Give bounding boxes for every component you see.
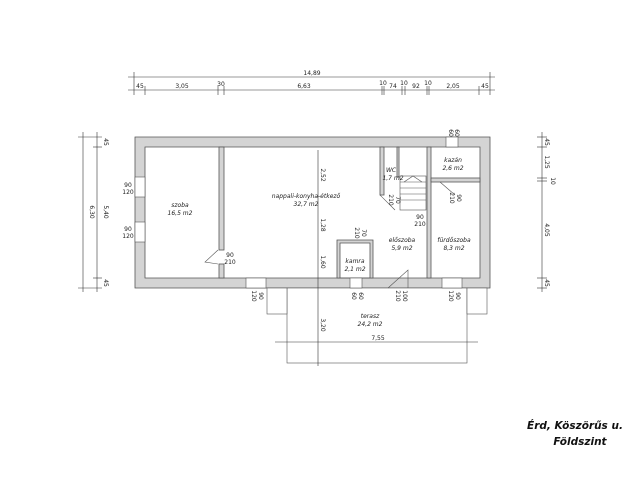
window-left-1-width: 90 [124,182,132,189]
dim-top: 3,05 [175,83,189,90]
room-eloszoba-name: előszoba [389,237,416,244]
room-kamra-area: 2,1 m2 [344,266,365,273]
door-szoba-height: 210 [224,259,236,266]
window-kazan-width: 60 [453,129,460,137]
dim-inner-a: 2,52 [319,168,326,182]
door-wc-width: 70 [394,196,401,204]
door-entry-height: 210 [394,290,401,302]
room-eloszoba-area: 5,9 m2 [391,245,412,252]
window-left-2-width: 90 [124,226,132,233]
door-stair-height: 210 [414,221,426,228]
terrace-door-right-width: 90 [454,292,461,300]
dim-total-height: 6,30 [88,205,95,219]
top-dimensions: 14,89 45 3,05 30 6,63 10 74 10 92 10 2,0… [128,70,495,95]
door-kamra-height: 210 [353,227,360,239]
door-kazan-width: 90 [455,194,462,202]
window-kamra-height: 60 [350,292,357,300]
terrace-door-left-height: 120 [250,290,257,302]
door-kazan-height: 210 [448,192,455,204]
dim-right: 45 [543,138,550,146]
room-kazan-area: 2,6 m2 [442,165,463,172]
dim-top: 92 [412,83,420,90]
dim-top: 2,05 [446,83,460,90]
terrace [266,150,488,366]
left-dimensions: 6,30 45 5,40 45 [78,132,109,292]
room-terasz-name: terasz [361,313,380,320]
dim-total-width: 14,89 [303,70,320,77]
window-kamra-width: 60 [357,292,364,300]
room-szoba-name: szoba [171,202,189,209]
dim-top: 30 [217,81,225,88]
room-kamra-name: kamra [345,258,364,265]
terrace-door-right-height: 120 [447,290,454,302]
window-left-2-height: 120 [122,233,134,240]
dim-inner-c: 1,60 [319,255,326,269]
walls [134,136,491,289]
dim-top: 45 [481,83,489,90]
door-kamra-width: 70 [360,229,367,237]
dim-right: 1,25 [543,155,550,169]
dim-right: 4,05 [543,223,550,237]
dim-terrace-depth: 3,20 [319,318,326,332]
dim-terrace-width: 7,55 [371,335,385,342]
dim-right: 10 [549,177,556,185]
door-wc-height: 210 [387,194,394,206]
dim-top: 10 [379,80,387,87]
staircase [399,175,427,211]
room-labels: szoba 16,5 m2 nappali-konyha-étkező 32,7… [168,157,471,328]
dim-left: 45 [102,279,109,287]
dim-top: 74 [389,83,397,90]
room-nappali-name: nappali-konyha-étkező [272,193,341,200]
window-left-1-height: 120 [122,189,134,196]
opening-labels: 90 120 90 120 90 210 90 120 60 60 70 210… [122,129,462,302]
room-furdoszoba-area: 8,3 m2 [443,245,464,252]
dim-left: 5,40 [102,205,109,219]
window-kazan-height: 60 [447,129,454,137]
dim-top: 45 [136,83,144,90]
room-terasz-area: 24,2 m2 [358,321,383,328]
door-stair-width: 90 [416,214,424,221]
plan-floor-name: Földszint [553,436,607,448]
room-furdoszoba-name: fürdőszoba [437,237,471,244]
room-wc-area: 1,7 m2 [382,175,403,182]
door-entry-width: 100 [401,290,408,302]
openings [134,136,463,289]
dim-top: 10 [424,80,432,87]
dim-top: 10 [400,80,408,87]
room-nappali-area: 32,7 m2 [294,201,319,208]
door-szoba-width: 90 [226,252,234,259]
dim-inner-b: 1,28 [319,218,326,232]
dim-left: 45 [102,138,109,146]
interior-dimensions: 2,52 1,28 1,60 3,20 7,55 [319,168,385,342]
room-szoba-area: 16,5 m2 [168,210,193,217]
terrace-door-left-width: 90 [257,292,264,300]
right-dimensions: 45 1,25 10 4,05 45 [537,132,556,292]
dim-top: 6,63 [297,83,311,90]
room-kazan-name: kazán [444,157,462,164]
room-wc-name: WC [386,167,397,174]
dim-right: 45 [543,279,550,287]
plan-address: Érd, Köszörűs u. [527,419,623,432]
